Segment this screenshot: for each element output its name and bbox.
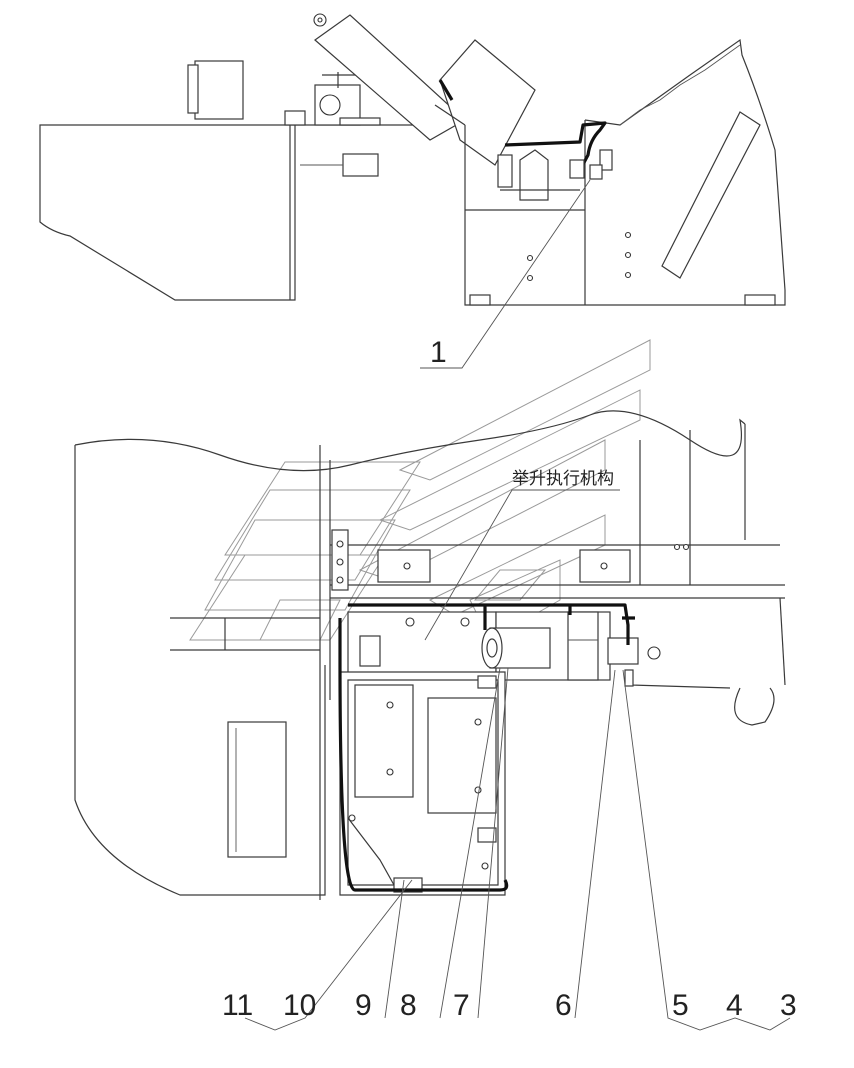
callout-3: 3 xyxy=(780,989,797,1022)
arm-block xyxy=(439,39,536,166)
callout-7: 7 xyxy=(453,989,470,1022)
callout-10: 10 xyxy=(283,989,316,1022)
hose-bottom xyxy=(338,603,635,892)
callout-1: 1 xyxy=(430,336,447,369)
callout-11: 11 xyxy=(222,989,253,1022)
callout-8: 8 xyxy=(400,989,417,1022)
top-box xyxy=(194,60,244,120)
hose-top xyxy=(504,121,607,171)
callout-9: 9 xyxy=(355,989,372,1022)
left-box xyxy=(227,721,287,858)
nameplate xyxy=(342,153,379,177)
callout-4: 4 xyxy=(726,989,743,1022)
bottom-view: 举升执行机构 11 10 9 8 7 6 5 4 3 xyxy=(74,410,797,1031)
callout-6: 6 xyxy=(555,989,572,1022)
window-slot xyxy=(661,111,761,279)
callout-5: 5 xyxy=(672,989,689,1022)
annotation-lift-actuator: 举升执行机构 xyxy=(512,469,614,489)
top-view: 1 xyxy=(39,13,786,369)
